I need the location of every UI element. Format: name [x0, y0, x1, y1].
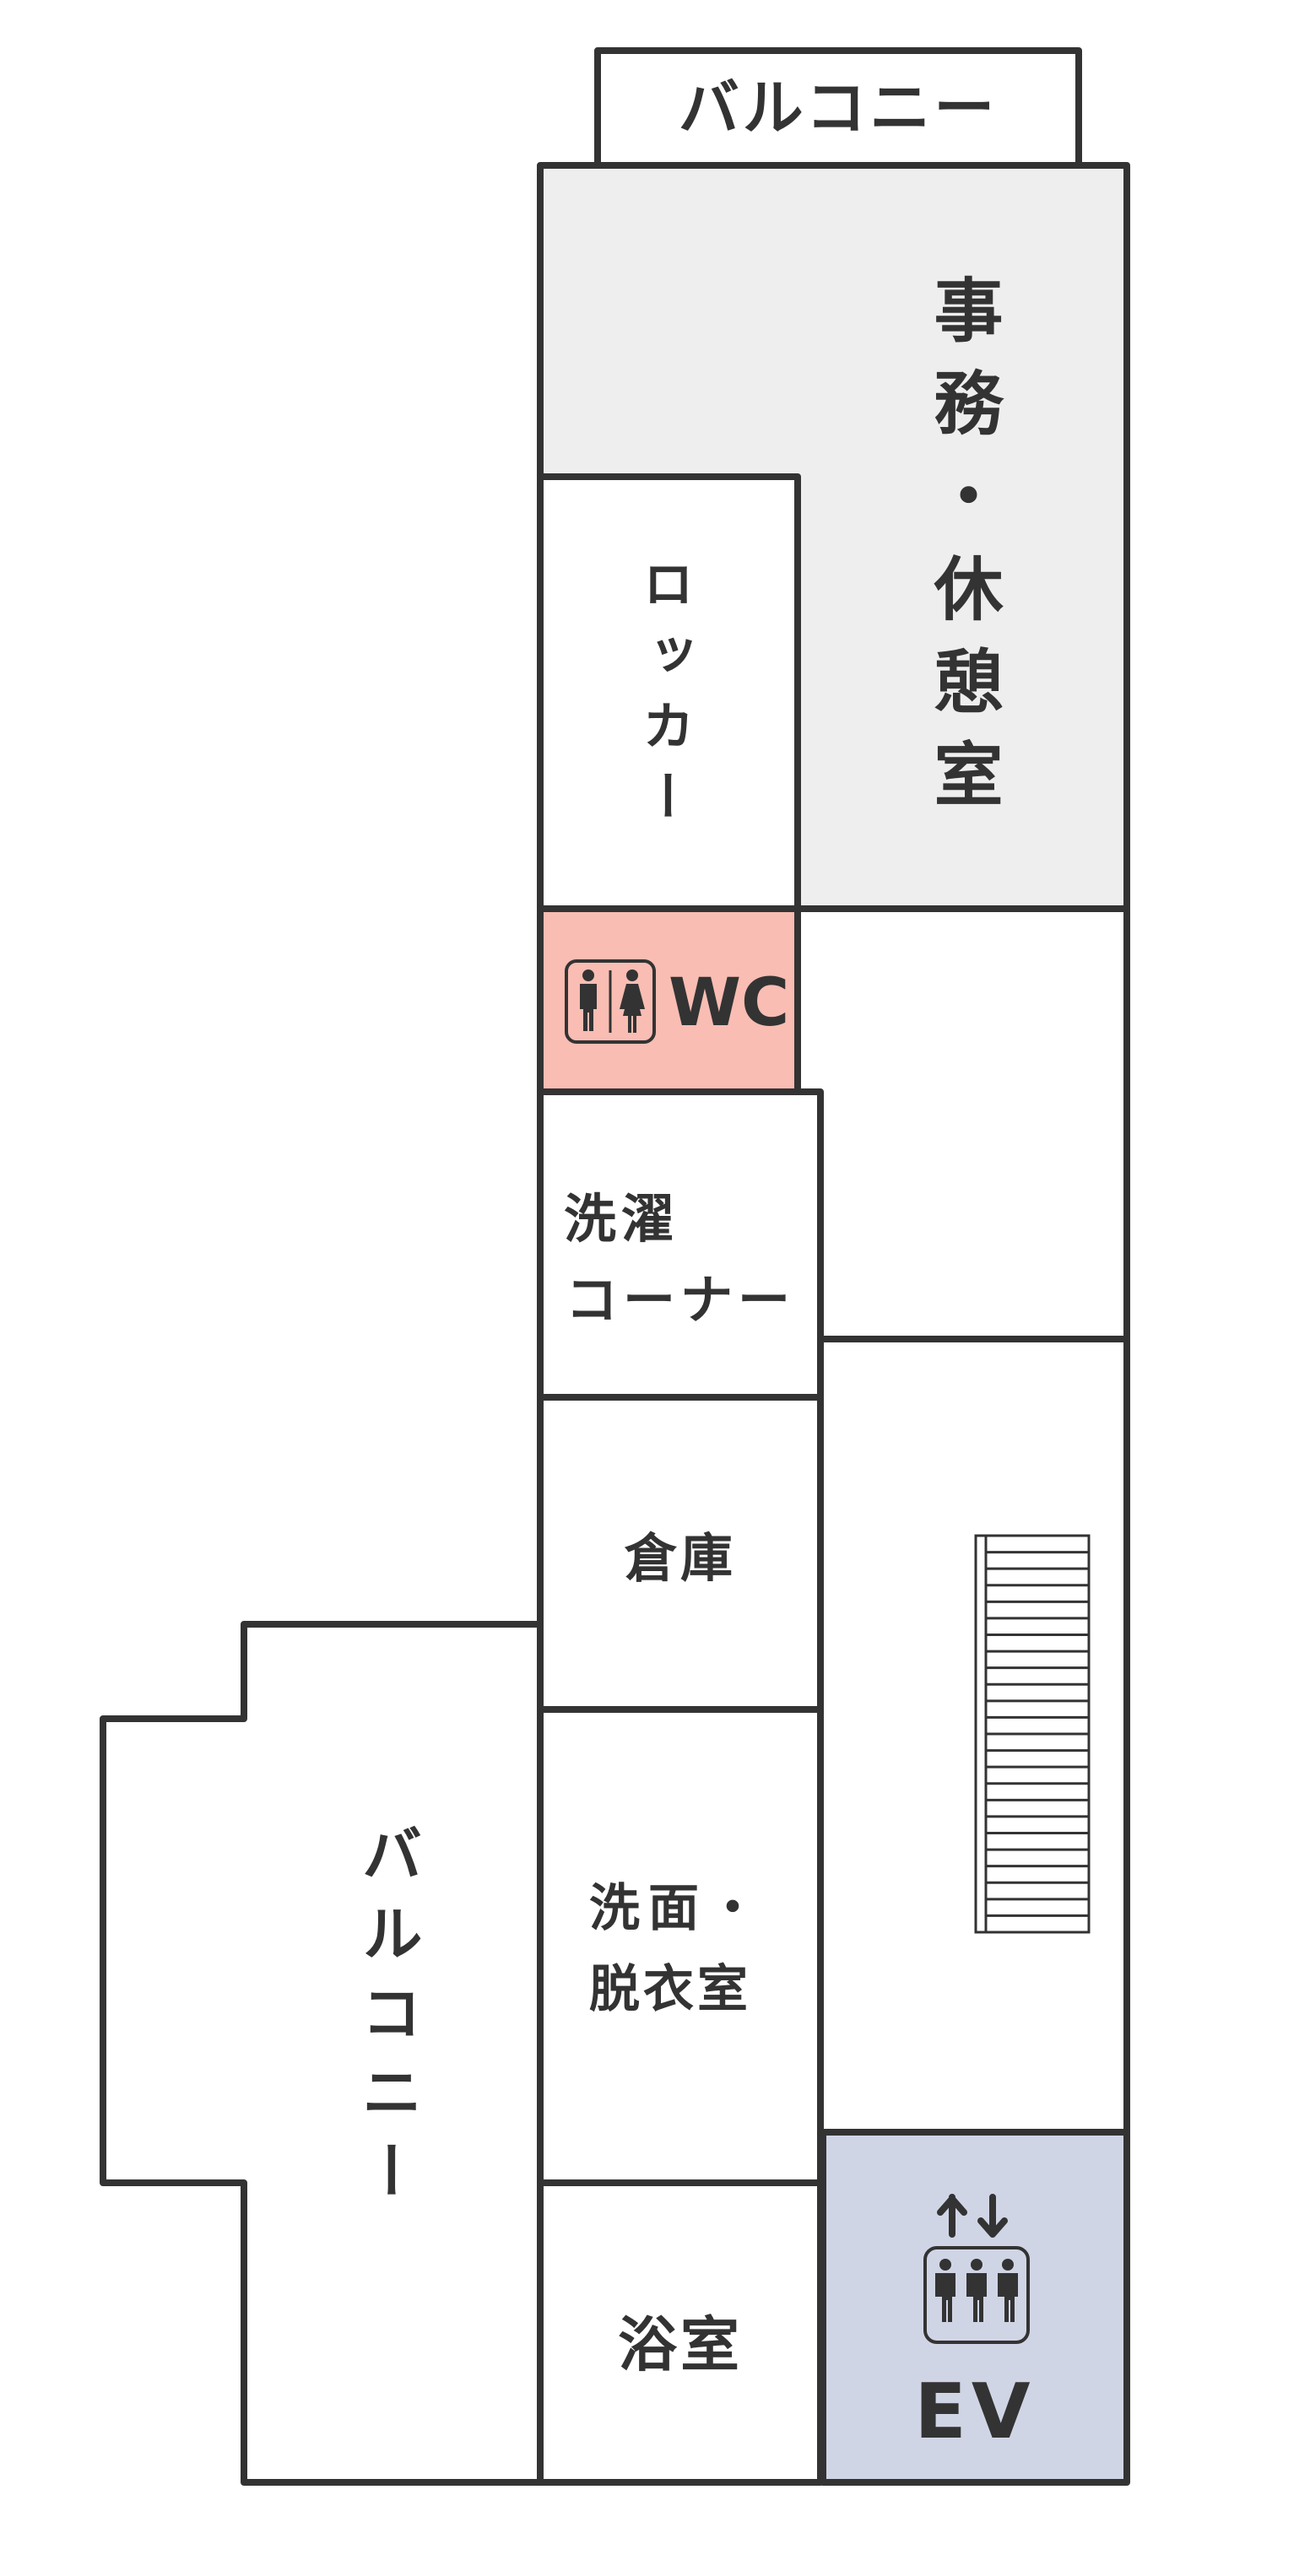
stairs — [974, 1534, 1091, 1934]
balcony-top-label: バルコニー — [678, 73, 999, 143]
wc-label: WC — [669, 965, 790, 1041]
corridor-room — [794, 905, 1130, 1342]
bath-label: 浴室 — [618, 2310, 743, 2379]
washroom-room — [537, 1706, 824, 2186]
balcony-left-label: バルコニー — [351, 1823, 422, 2219]
locker-room — [537, 473, 801, 912]
washroom-label-line2: 脱衣室 — [589, 1960, 751, 2019]
balcony-left-room — [100, 1621, 544, 2486]
elevator-label: EV — [914, 2368, 1036, 2456]
elevator-icon — [923, 2194, 1030, 2344]
balcony-top-room — [594, 47, 1082, 169]
locker-label: ロッカー — [633, 557, 695, 840]
laundry-label-line1: 洗濯 — [564, 1188, 679, 1250]
laundry-room — [537, 1088, 824, 1401]
office-label: 事務・休憩室 — [922, 274, 1002, 831]
laundry-label-line2: コーナー — [566, 1269, 796, 1331]
restroom-icon — [565, 959, 656, 1044]
washroom-label-line1: 洗面・ — [589, 1879, 766, 1938]
storage-label: 倉庫 — [624, 1527, 736, 1589]
